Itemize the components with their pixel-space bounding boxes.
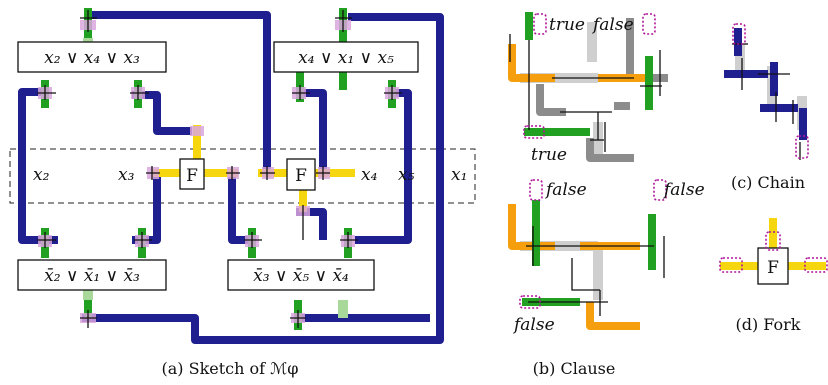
clause-box-bottom-right: x̄₃ ∨ x̄₅ ∨ x̄₄ bbox=[227, 259, 375, 291]
fork-box-right: F bbox=[286, 158, 316, 191]
fork-box-left: F bbox=[179, 158, 205, 190]
clause-gadget-true: true false true bbox=[508, 12, 668, 165]
variable-label-x3: x₃ bbox=[118, 165, 135, 185]
label-true-bottom: true bbox=[531, 145, 567, 165]
caption-a: (a) Sketch of ℳφ bbox=[162, 359, 299, 378]
label-false-2: false bbox=[662, 180, 705, 200]
clause-box-top-right: x₄ ∨ x₁ ∨ x₅ bbox=[273, 41, 419, 73]
variable-band bbox=[9, 148, 476, 204]
clause-label: x̄₃ ∨ x̄₅ ∨ x̄₄ bbox=[253, 266, 349, 286]
clause-label: x₂ ∨ x₄ ∨ x₃ bbox=[44, 48, 140, 68]
label-false-3: false bbox=[512, 315, 555, 335]
variable-label-x5: x₅ bbox=[398, 165, 415, 185]
clause-gadget-false: false false false bbox=[508, 179, 705, 335]
variable-label-x4: x₄ bbox=[361, 165, 378, 185]
fork-label: F bbox=[186, 166, 198, 186]
label-false-top: false bbox=[591, 15, 634, 35]
clause-box-bottom-left: x̄₂ ∨ x̄₁ ∨ x̄₃ bbox=[17, 259, 167, 291]
caption-b: (b) Clause bbox=[533, 359, 616, 378]
variable-label-x1: x₁ bbox=[451, 165, 467, 185]
panel-c-chain: (c) Chain bbox=[724, 23, 809, 192]
variable-label-x2: x₂ bbox=[33, 165, 50, 185]
clause-box-top-left: x₂ ∨ x₄ ∨ x₃ bbox=[17, 41, 167, 73]
fork-label: F bbox=[767, 258, 779, 278]
caption-c: (c) Chain bbox=[731, 173, 805, 192]
label-true-top: true bbox=[549, 15, 585, 35]
clause-label: x̄₂ ∨ x̄₁ ∨ x̄₃ bbox=[44, 266, 140, 286]
caption-d: (d) Fork bbox=[735, 315, 800, 334]
clause-label: x₄ ∨ x₁ ∨ x₅ bbox=[298, 48, 394, 68]
panel-b-clause: true false true false false false bbox=[508, 12, 705, 378]
panel-a-sketch: x₂ ∨ x₄ ∨ x₃ x₄ ∨ x₁ ∨ x₅ x̄₂ ∨ x̄₁ ∨ x̄… bbox=[9, 8, 476, 378]
panel-d-fork: F (d) Fork bbox=[719, 218, 828, 334]
label-false-1: false bbox=[544, 180, 587, 200]
crosshair-ticks bbox=[37, 10, 402, 328]
fork-label: F bbox=[295, 166, 307, 186]
